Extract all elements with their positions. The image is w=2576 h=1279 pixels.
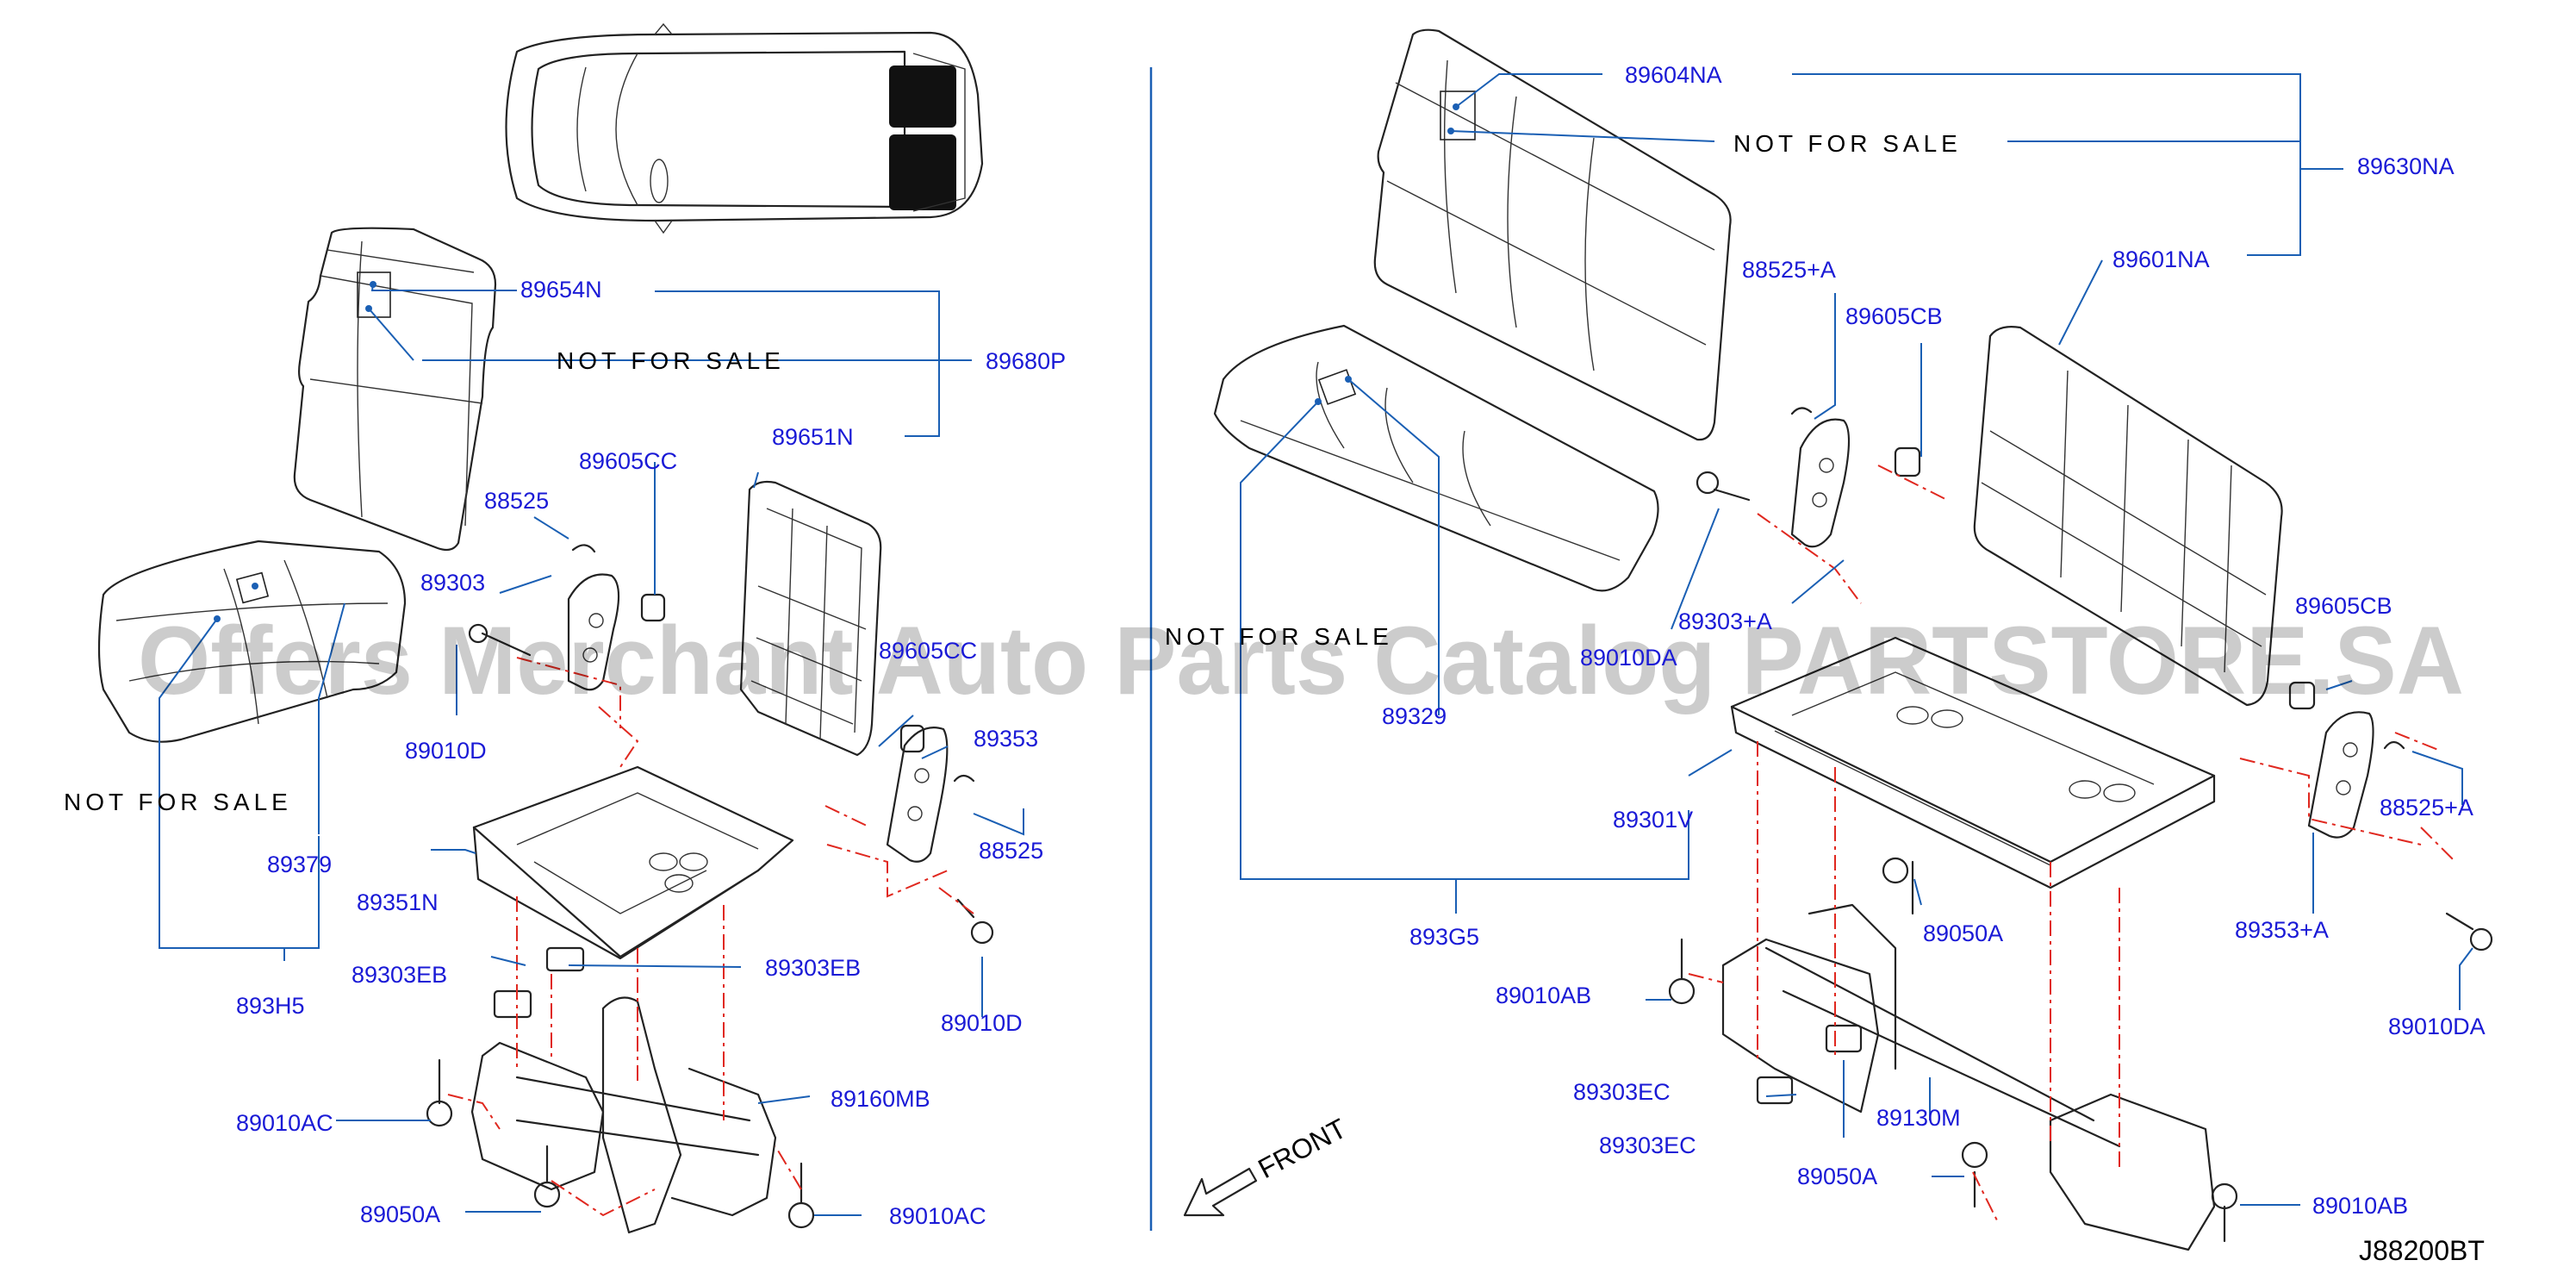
- label-88525-a: 88525: [484, 488, 549, 514]
- label-89351N: 89351N: [357, 889, 439, 915]
- label-89329: 89329: [1382, 703, 1447, 729]
- left-lower-frame: [426, 946, 815, 1234]
- left-back-frame: [739, 480, 882, 757]
- label-89010D-a: 89010D: [405, 738, 487, 764]
- left-seat-cushion: [97, 540, 407, 743]
- left-leaders: [159, 284, 1024, 1216]
- right-back-frame: [1973, 326, 2283, 707]
- label-89010AB-b: 89010AB: [2312, 1193, 2408, 1219]
- label-89303EB-b: 89303EB: [765, 955, 861, 981]
- note-not-for-sale-2: NOT FOR SALE: [64, 789, 292, 815]
- label-89379: 89379: [267, 852, 332, 877]
- label-89010AC-a: 89010AC: [236, 1110, 333, 1136]
- right-mounting-lines: [1688, 465, 2456, 1225]
- left-seat-back: [293, 227, 497, 552]
- label-89605CB-b: 89605CB: [2295, 593, 2392, 619]
- label-88525A-a: 88525+A: [1742, 257, 1836, 283]
- label-893H5: 893H5: [236, 993, 305, 1019]
- label-88525-b: 88525: [979, 838, 1043, 864]
- front-arrow: [1183, 1167, 1258, 1217]
- diagram-code: J88200BT: [2359, 1235, 2485, 1266]
- front-label: FRONT: [1253, 1113, 1351, 1185]
- label-89130M: 89130M: [1876, 1105, 1961, 1131]
- label-89050A-b: 89050A: [1923, 920, 2003, 946]
- right-lower-frame: [1668, 857, 2238, 1251]
- label-89303EC-a: 89303EC: [1573, 1079, 1671, 1105]
- label-893G5: 893G5: [1409, 924, 1479, 950]
- right-seat-back: [1373, 28, 1732, 441]
- right-seat-cushion: [1213, 324, 1659, 592]
- label-89303EC-b: 89303EC: [1599, 1132, 1696, 1158]
- label-89010DA-b: 89010DA: [2388, 1014, 2486, 1039]
- label-89680P: 89680P: [986, 348, 1066, 374]
- label-89160MB: 89160MB: [831, 1086, 930, 1112]
- label-88525A-b: 88525+A: [2380, 795, 2473, 820]
- left-seat-base: [472, 765, 794, 960]
- label-89303: 89303: [420, 570, 485, 596]
- watermark-text: Offers Merchant Auto Parts Catalog PARTS…: [138, 607, 2464, 714]
- label-89604NA: 89604NA: [1625, 62, 1722, 88]
- left-mounting-lines: [447, 657, 974, 1217]
- note-not-for-sale-4: NOT FOR SALE: [1733, 130, 1962, 157]
- label-89353: 89353: [974, 726, 1038, 752]
- label-89010AC-b: 89010AC: [889, 1203, 986, 1229]
- label-89654N: 89654N: [520, 277, 602, 303]
- label-89630NA: 89630NA: [2357, 153, 2455, 179]
- note-not-for-sale-1: NOT FOR SALE: [557, 347, 785, 374]
- left-hardware: [468, 544, 994, 945]
- label-89010AB-a: 89010AB: [1496, 983, 1591, 1008]
- label-89301V: 89301V: [1613, 807, 1693, 833]
- label-89353A: 89353+A: [2235, 917, 2329, 943]
- label-89605CC-a: 89605CC: [579, 448, 677, 474]
- label-89605CB-a: 89605CB: [1845, 303, 1943, 329]
- label-89601NA: 89601NA: [2112, 246, 2210, 272]
- label-89010D-b: 89010D: [941, 1010, 1023, 1036]
- right-leaders: [1240, 73, 2473, 1206]
- right-hardware: [1696, 407, 2493, 951]
- label-89303A: 89303+A: [1678, 608, 1772, 634]
- label-89050A-c: 89050A: [1797, 1164, 1877, 1189]
- vehicle-top-view: [505, 22, 984, 234]
- label-89605CC-b: 89605CC: [879, 638, 977, 664]
- label-89303EB-a: 89303EB: [352, 962, 447, 988]
- label-89651N: 89651N: [772, 424, 854, 450]
- note-not-for-sale-3: NOT FOR SALE: [1165, 623, 1393, 650]
- label-89050A-a: 89050A: [360, 1201, 440, 1227]
- right-seat-base: [1730, 636, 2216, 889]
- label-89010DA-a: 89010DA: [1580, 645, 1677, 671]
